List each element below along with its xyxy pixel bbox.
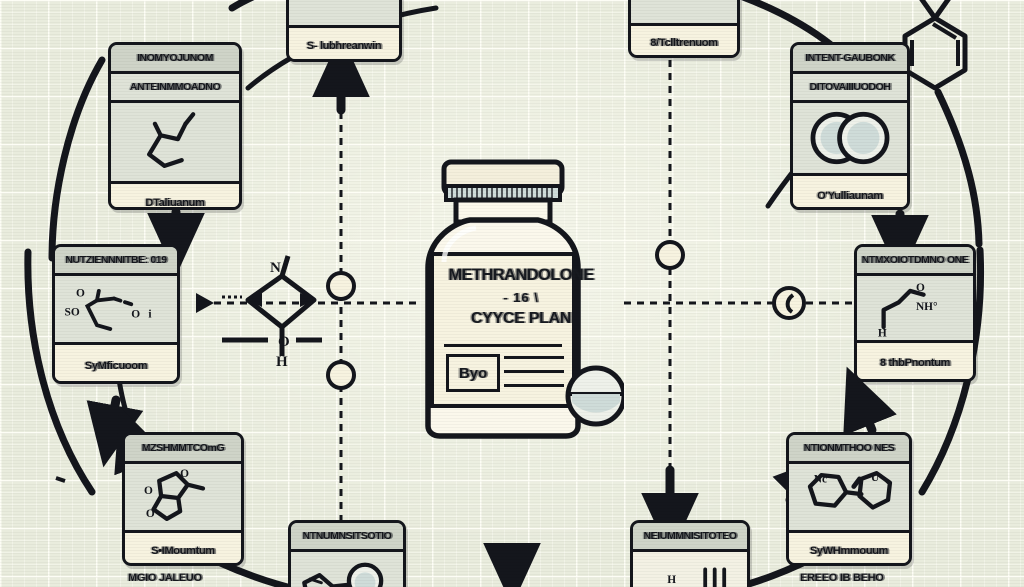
atom-label-O2: O [144, 485, 153, 497]
card-subheader: ANTEINMMOADNO [111, 74, 239, 103]
card-footer: 8 thbPnontum [857, 340, 973, 379]
card-structure-area [289, 0, 399, 25]
card-structure-area [111, 103, 239, 181]
card-top-left[interactable]: INOMYOJUNOM ANTEINMMOADNO DTaliuanum [108, 42, 242, 210]
card-structure-area: Nc U [789, 464, 909, 530]
card-mid-right[interactable]: NTMXOIOTDMNO ONE O NH° H 8 thbPnontum [854, 244, 976, 382]
ring-arc-top-right [741, 0, 850, 62]
bottle-title: METHRANDOLONE [448, 266, 594, 284]
two-overlapping-pills-structure [810, 111, 890, 165]
card-header: NTMXOIOTDMNO ONE [857, 247, 973, 276]
card-bottom-right[interactable]: NTIONMTHOO NES Nc U SуWHmmouum [786, 432, 912, 566]
two-capsules-structure [631, 0, 737, 23]
card-bottom-center-right[interactable]: NEIUMMNISITOTEO H [630, 520, 750, 587]
card-footer: SуWHmmouum [789, 530, 909, 563]
card-bottom-center[interactable]: NTNUMNSITSOTIO [288, 520, 406, 587]
node-circle-4-inner-mark [785, 293, 795, 314]
fused-bicyclic-structure: O O O [144, 468, 206, 522]
card-top-right[interactable]: INTENT-GAUBONK DITOVAIIIUODOH O'Yulliaun… [790, 42, 910, 210]
card-top-center[interactable]: S- lubhreanwin [286, 0, 402, 62]
ring-arc-left-lower [24, 248, 96, 496]
card-bottom-right-caption: EREEO IB BEHO [800, 572, 884, 584]
atom-label-O3: O [146, 508, 155, 520]
bottle-shape [425, 159, 624, 439]
arrow-down-left-lower [86, 395, 144, 468]
card-structure-area [793, 103, 907, 173]
card-header: INOMYOJUNOM [111, 45, 239, 74]
card-footer: S•IMoumtum [125, 530, 241, 563]
ring-arc-right-upper [934, 88, 983, 248]
left-triangle-arrow [196, 293, 214, 313]
card-structure-area: H [633, 552, 747, 587]
benzene-ring [902, 0, 968, 91]
node-circle-1 [326, 271, 356, 301]
bottle-title-2: CYYCE PLAN [470, 310, 572, 327]
card-structure-area [291, 552, 403, 587]
atom-label-U: U [871, 472, 879, 484]
atom-label-H: H [276, 354, 288, 370]
atom-label-SO: SO [65, 307, 80, 319]
stray-tick-left [55, 476, 66, 483]
atom-label-O1: O [180, 468, 189, 480]
card-structure-area: O O O [125, 464, 241, 530]
two-rings-linked-structure: Nc U [807, 471, 893, 510]
card-footer: O'Yulliaunam [793, 173, 907, 207]
bottle-text-line-1 [504, 356, 564, 359]
card-header: NTIONMTHOO NES [789, 435, 909, 464]
supplement-bottle[interactable]: METHRANDOLONE - 16 \ CYYCE PLAN Byo [418, 158, 624, 440]
atom-label-O: O [278, 334, 290, 350]
ring-arc-left-upper [48, 56, 106, 262]
card-structure-area: O SO O i [55, 276, 177, 342]
card-header: INTENT-GAUBONK [793, 45, 907, 74]
card-footer: 8/Tclltrenuom [631, 23, 737, 55]
card-structure-area: O NH° H [857, 276, 973, 340]
atom-label-H: H [667, 574, 676, 586]
card-header: NUTZIENNNITBE: 019 [55, 247, 177, 276]
atom-label-Nc: Nc [814, 474, 827, 486]
card-bottom-left-caption: MGIO JALEUO [128, 572, 202, 584]
card-footer: SуMficuoom [55, 342, 177, 381]
amide-chain-structure: O NH° H [878, 282, 938, 340]
bars-and-lines-structure: H [667, 567, 727, 587]
bottle-text-line-2 [504, 370, 564, 373]
node-circle-2 [326, 360, 356, 390]
atom-label-O: O [916, 282, 925, 294]
fused-hexagons-structure [289, 0, 399, 25]
bottle-divider [444, 344, 562, 347]
card-top-center-right[interactable]: 8/Tclltrenuom [628, 0, 740, 58]
card-header: NEIUMMNISITOTEO [633, 523, 747, 552]
card-footer: S- lubhreanwin [289, 25, 399, 59]
zigzag-chain-structure [147, 112, 196, 169]
card-structure-area [631, 0, 737, 23]
atom-label-O2: O [131, 309, 140, 321]
atom-label-NH: NH° [916, 301, 938, 313]
bottle-subtitle: - 16 \ [503, 290, 539, 305]
atom-label-N: N [270, 260, 281, 276]
node-circle-3 [655, 240, 685, 270]
card-footer: DTaliuanum [111, 181, 239, 207]
card-mid-left[interactable]: NUTZIENNNITBE: 019 O SO O i SуMficuoom [52, 244, 180, 384]
sulfonyl-fragment-structure: O SO O i [65, 288, 152, 331]
arrow-up-right-lower [843, 366, 897, 436]
ring-with-circle-structure [302, 562, 384, 587]
card-bottom-left[interactable]: MZSHMMTCOmG O O O S•IMoumtum [122, 432, 244, 566]
card-subheader: DITOVAIIIUODOH [793, 74, 907, 103]
atom-label-i: i [148, 309, 151, 321]
atom-label-H: H [878, 328, 887, 340]
atom-label-O: O [76, 288, 85, 300]
dose-box[interactable]: Byo [446, 354, 500, 392]
card-header: MZSHMMTCOmG [125, 435, 241, 464]
card-header: NTNUMNSITSOTIO [291, 523, 403, 552]
bottle-text-line-3 [504, 384, 564, 387]
